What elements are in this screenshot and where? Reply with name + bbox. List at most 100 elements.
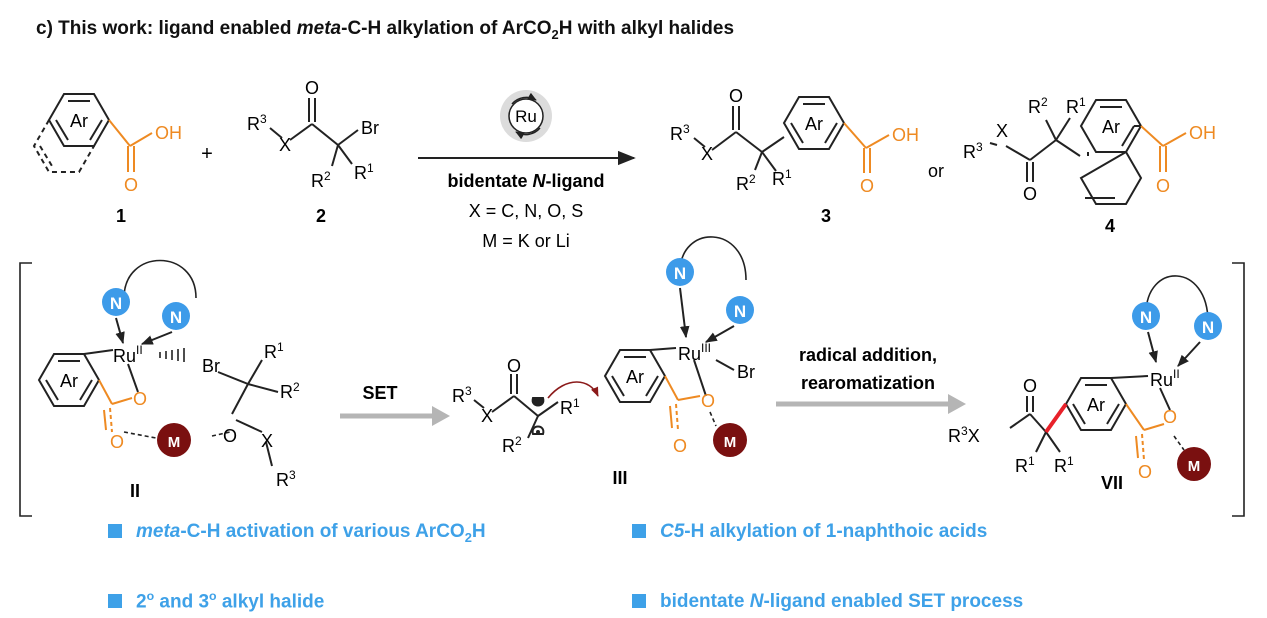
c2-x-label: X <box>279 135 291 155</box>
rad-r2-label: R2 <box>502 434 522 456</box>
product-3 <box>693 96 890 173</box>
iii-n2-label: N <box>734 302 746 321</box>
rearomatization-label: rearomatization <box>801 373 935 393</box>
p3-ar-label: Ar <box>805 114 823 134</box>
radical-addition-arrow-head <box>948 394 966 414</box>
iii-o1-label: O <box>701 391 715 411</box>
vii-n1-label: N <box>1140 308 1152 327</box>
iii-ar-label: Ar <box>626 367 644 387</box>
compound-1 <box>32 93 153 173</box>
vii-o2-label: O <box>1138 462 1152 482</box>
ii-br-label: Br <box>202 356 220 376</box>
radical-dot <box>536 430 540 434</box>
ii-ru-label: RuII <box>113 343 143 366</box>
scheme-heading: c) This work: ligand enabled meta-C-H al… <box>36 18 734 42</box>
ii-r3-label: R3 <box>276 468 296 490</box>
c2-r3-label: R3 <box>247 112 267 134</box>
heading-prefix: c) This work: ligand enabled <box>36 18 297 39</box>
ii-n1-label: N <box>110 294 122 313</box>
p4-r2-label: R2 <box>1028 95 1048 117</box>
vii-o3-label: O <box>1023 376 1037 396</box>
plus-sign: + <box>201 143 213 165</box>
vii-ar-label: Ar <box>1087 395 1105 415</box>
bullet-square-icon <box>108 594 122 609</box>
vii-r1a-label: R1 <box>1015 454 1035 476</box>
compound-2-number: 2 <box>316 206 326 226</box>
c2-r1-label: R1 <box>354 161 374 183</box>
bullet-set-process: bidentate N-ligand enabled SET process <box>632 591 1023 613</box>
p4-x-label: X <box>996 121 1008 141</box>
alkyl-radical <box>473 374 599 439</box>
iii-m-label: M <box>724 434 737 451</box>
or-label: or <box>928 161 944 181</box>
rad-o-label: O <box>507 356 521 376</box>
heading-subscript: 2 <box>551 26 559 42</box>
ii-o1-label: O <box>133 389 147 409</box>
compound-1-number: 1 <box>116 206 126 226</box>
bullet-square-icon <box>632 594 646 608</box>
left-bracket <box>19 262 32 517</box>
ii-m-label: M <box>168 434 181 451</box>
m-condition: M = K or Li <box>482 231 570 251</box>
p3-o-label: O <box>729 86 743 106</box>
c1-oh-label: OH <box>155 123 182 143</box>
iii-br-label: Br <box>737 362 755 382</box>
vii-o1-label: O <box>1163 407 1177 427</box>
right-bracket <box>1232 262 1245 517</box>
ru-catalyst-label: Ru <box>515 107 537 126</box>
c2-r2-label: R2 <box>311 169 331 191</box>
p3-x-label: X <box>701 144 713 164</box>
c1-o-label: O <box>124 175 138 195</box>
ligand-condition: bidentate N-ligand <box>447 171 604 191</box>
iii-n1-label: N <box>674 264 686 283</box>
ii-ar-label: Ar <box>60 371 78 391</box>
ru-catalyst-icon <box>500 90 552 142</box>
bullet-alkyl-halide: 2o and 3o alkyl halide <box>108 589 324 613</box>
intermediate-ii-number: II <box>130 481 140 501</box>
ii-n2-label: N <box>170 308 182 327</box>
rad-r1-label: R1 <box>560 396 580 418</box>
product-4 <box>989 99 1187 205</box>
bullet-c5-alkylation: C5-H alkylation of 1-naphthoic acids <box>632 521 987 543</box>
intermediate-vii-number: VII <box>1101 473 1123 493</box>
heading-middle: -C-H alkylation of ArCO <box>341 18 552 39</box>
heading-italic: meta <box>296 18 342 39</box>
compound-3-number: 3 <box>821 206 831 226</box>
radical-addition-label: radical addition, <box>799 345 937 365</box>
set-arrow-head <box>432 406 450 426</box>
intermediate-ii <box>37 259 279 467</box>
compound-4-number: 4 <box>1105 216 1115 236</box>
vii-m-label: M <box>1188 458 1201 475</box>
c2-br-label: Br <box>361 118 379 138</box>
compound-2 <box>269 98 359 167</box>
ii-x-label: X <box>261 431 273 451</box>
intermediate-vii <box>1009 275 1222 481</box>
ii-o2-label: O <box>110 432 124 452</box>
p4-o-label: O <box>1023 184 1037 204</box>
p3-oh-label: OH <box>892 125 919 145</box>
p4-r1-label: R1 <box>1066 95 1086 117</box>
intermediate-iii <box>603 236 754 457</box>
heading-suffix: H with alkyl halides <box>558 18 735 39</box>
c1-ar-label: Ar <box>70 111 88 131</box>
iii-o2-label: O <box>673 436 687 456</box>
rad-x-label: X <box>481 406 493 426</box>
iii-ru-label: RuIII <box>678 341 711 364</box>
ii-r2-label: R2 <box>280 380 300 402</box>
p3-r2-label: R2 <box>736 172 756 194</box>
p4-oh-label: OH <box>1189 123 1216 143</box>
vii-ru-label: RuII <box>1150 367 1180 390</box>
rad-r3-label: R3 <box>452 384 472 406</box>
ii-o3-label: O <box>223 426 237 446</box>
c2-o-label: O <box>305 78 319 98</box>
p4-o2-label: O <box>1156 176 1170 196</box>
x-condition: X = C, N, O, S <box>469 201 584 221</box>
vii-r1b-label: R1 <box>1054 454 1074 476</box>
p3-r1-label: R1 <box>772 167 792 189</box>
bullet-square-icon <box>108 524 122 538</box>
p4-ar-label: Ar <box>1102 117 1120 137</box>
set-label: SET <box>362 383 397 403</box>
ii-r1-label: R1 <box>264 340 284 362</box>
bullet-meta-activation: meta-C-H activation of various ArCO2H <box>108 521 486 545</box>
